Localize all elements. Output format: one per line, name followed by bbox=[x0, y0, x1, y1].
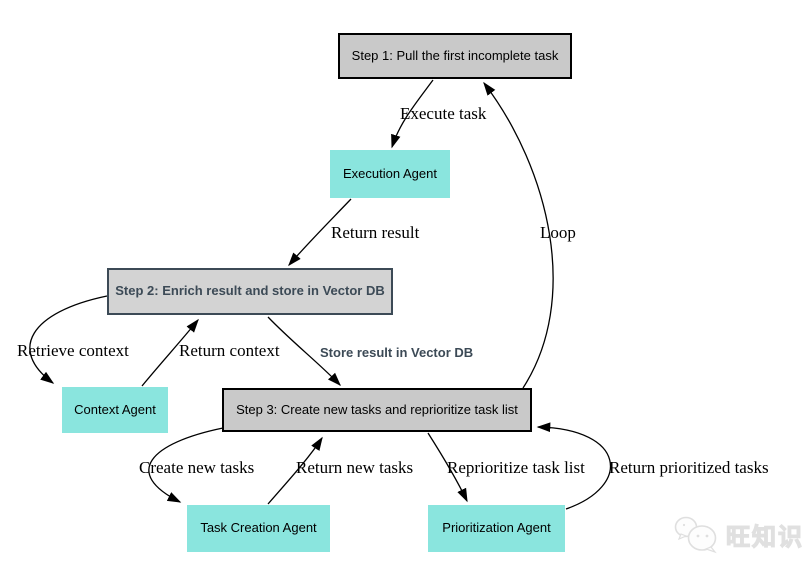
edge-label-execute-task: Execute task bbox=[400, 104, 487, 123]
node-execution-agent: Execution Agent bbox=[330, 150, 450, 198]
node-step3: Step 3: Create new tasks and reprioritiz… bbox=[222, 388, 532, 432]
edge-retrieve-context bbox=[29, 295, 108, 384]
edge-label-store-result: Store result in Vector DB bbox=[320, 345, 474, 360]
edge-label-return-prioritized: Return prioritized tasks bbox=[609, 458, 769, 477]
edge-label-create-new-tasks: Create new tasks bbox=[139, 458, 255, 477]
edge-return-new-tasks bbox=[267, 436, 323, 505]
node-step2: Step 2: Enrich result and store in Vecto… bbox=[107, 268, 393, 315]
edge-label-reprioritize: Reprioritize task list bbox=[447, 458, 585, 477]
node-context-agent: Context Agent bbox=[62, 387, 168, 433]
edge-label-loop: Loop bbox=[540, 223, 576, 242]
node-step1: Step 1: Pull the first incomplete task bbox=[338, 33, 572, 79]
edge-return-prioritized bbox=[536, 422, 611, 510]
edge-loop bbox=[483, 81, 554, 389]
edge-store-result bbox=[267, 316, 341, 387]
edge-execute-task bbox=[391, 79, 434, 149]
edge-create-new-tasks bbox=[148, 427, 224, 503]
edge-label-return-context: Return context bbox=[179, 341, 280, 360]
watermark: 旺知识 bbox=[671, 512, 804, 556]
edge-label-return-result: Return result bbox=[331, 223, 420, 242]
chat-bubbles-logo-icon bbox=[674, 516, 717, 554]
edge-reprioritize bbox=[427, 432, 468, 503]
edge-return-context bbox=[141, 318, 199, 387]
node-prioritization-agent: Prioritization Agent bbox=[428, 505, 565, 552]
node-task-creation-agent: Task Creation Agent bbox=[187, 505, 330, 552]
edge-label-retrieve-context: Retrieve context bbox=[17, 341, 129, 360]
edge-return-result bbox=[288, 198, 352, 267]
edge-label-return-new-tasks: Return new tasks bbox=[296, 458, 414, 477]
watermark-text: 旺知识 bbox=[725, 523, 804, 551]
